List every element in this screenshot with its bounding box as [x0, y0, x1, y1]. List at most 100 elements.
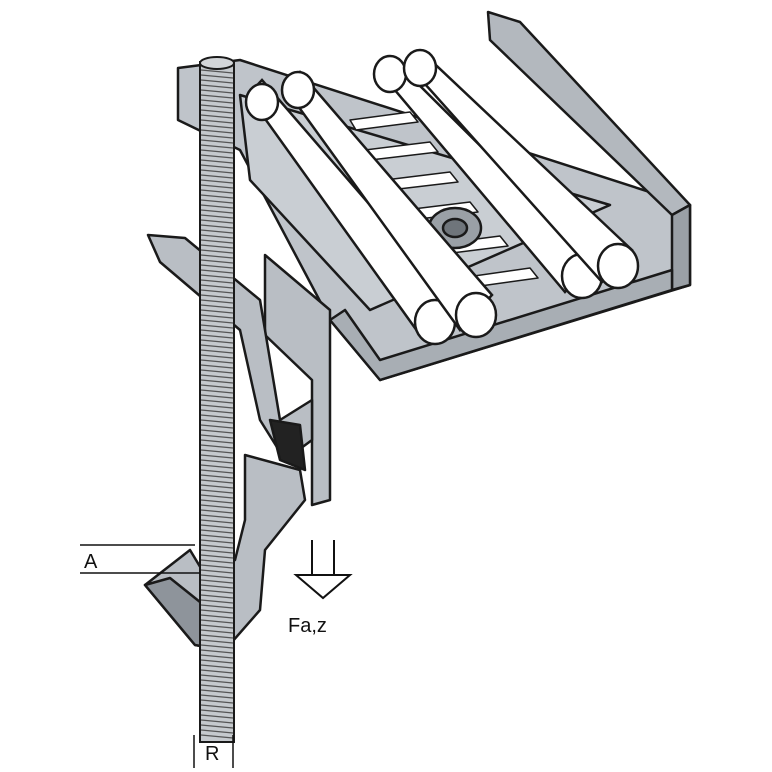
rod-thread — [200, 414, 234, 419]
rod-thread — [200, 689, 234, 694]
rod-thread — [200, 384, 234, 389]
rod-thread — [200, 734, 234, 739]
rod-thread — [200, 334, 234, 339]
rod-thread — [200, 369, 234, 374]
rod-thread — [200, 134, 234, 139]
rod-thread — [200, 224, 234, 229]
rod-thread — [200, 189, 234, 194]
rod-thread — [200, 429, 234, 434]
rod-thread — [200, 94, 234, 99]
rod-thread — [200, 649, 234, 654]
rod-thread — [200, 449, 234, 454]
force-label: Fa,z — [288, 615, 327, 637]
rod-thread — [200, 249, 234, 254]
rod-thread — [200, 339, 234, 344]
rod-thread — [200, 379, 234, 384]
rod-thread — [200, 409, 234, 414]
rod-thread — [200, 124, 234, 129]
rod-thread — [200, 314, 234, 319]
dimension-a-marker — [80, 544, 200, 574]
rod-thread — [200, 634, 234, 639]
threaded-rod — [199, 56, 235, 743]
rod-thread — [200, 254, 234, 259]
rod-thread — [200, 459, 234, 464]
rod-thread — [200, 164, 234, 169]
rod-thread — [200, 259, 234, 264]
rod-thread — [200, 99, 234, 104]
rod-thread — [200, 279, 234, 284]
rod-thread — [200, 599, 234, 604]
rod-thread — [200, 504, 234, 509]
rod-thread — [200, 664, 234, 669]
rod-thread — [200, 74, 234, 79]
rod-thread — [200, 79, 234, 84]
rod-thread — [200, 699, 234, 704]
rod-thread — [200, 444, 234, 449]
rod-thread — [200, 549, 234, 554]
rod-thread — [200, 704, 234, 709]
rod-thread — [200, 354, 234, 359]
rod-thread — [200, 729, 234, 734]
rod-thread — [200, 454, 234, 459]
rod-thread — [200, 514, 234, 519]
rod-thread — [200, 199, 234, 204]
rod-thread — [200, 499, 234, 504]
rod-thread — [200, 204, 234, 209]
rod-thread — [200, 144, 234, 149]
hanger-clip — [143, 233, 332, 652]
rod-thread — [200, 609, 234, 614]
force-arrow-icon — [293, 540, 353, 600]
rod-thread — [200, 234, 234, 239]
rod-thread — [200, 214, 234, 219]
rod-thread — [200, 304, 234, 309]
rod-thread — [200, 319, 234, 324]
rod-thread — [200, 714, 234, 719]
rod-thread — [200, 464, 234, 469]
rod-thread — [200, 709, 234, 714]
rod-thread — [200, 194, 234, 199]
rod-thread — [200, 139, 234, 144]
rod-thread — [200, 209, 234, 214]
rod-thread — [200, 724, 234, 729]
rod-thread — [200, 109, 234, 114]
rod-thread — [200, 569, 234, 574]
rod-thread — [200, 114, 234, 119]
rod-thread — [200, 579, 234, 584]
rod-thread — [200, 684, 234, 689]
rod-thread — [200, 644, 234, 649]
rod-thread — [200, 574, 234, 579]
rod-thread — [200, 289, 234, 294]
rod-thread — [200, 104, 234, 109]
rod-thread — [200, 129, 234, 134]
rod-thread — [200, 484, 234, 489]
rod-thread — [200, 639, 234, 644]
rod-thread — [200, 594, 234, 599]
rod-thread — [200, 299, 234, 304]
rod-thread — [200, 434, 234, 439]
rod-thread — [200, 419, 234, 424]
rod-thread — [200, 219, 234, 224]
rod-thread — [200, 359, 234, 364]
rod-thread — [200, 274, 234, 279]
rod-thread — [200, 624, 234, 629]
rod-thread — [200, 154, 234, 159]
rod-thread — [200, 284, 234, 289]
rod-thread — [200, 169, 234, 174]
rod-thread — [200, 399, 234, 404]
rod-thread — [200, 159, 234, 164]
rod-thread — [200, 494, 234, 499]
rod-thread — [200, 524, 234, 529]
rod-thread — [200, 659, 234, 664]
rod-thread — [200, 559, 234, 564]
rod-thread — [200, 244, 234, 249]
rod-thread — [200, 544, 234, 549]
rod-thread — [200, 149, 234, 154]
rod-thread — [200, 294, 234, 299]
rod-thread — [200, 614, 234, 619]
rod-thread — [200, 529, 234, 534]
rod-thread — [200, 179, 234, 184]
rod-thread — [200, 439, 234, 444]
rod-thread — [200, 389, 234, 394]
rod-thread — [200, 479, 234, 484]
